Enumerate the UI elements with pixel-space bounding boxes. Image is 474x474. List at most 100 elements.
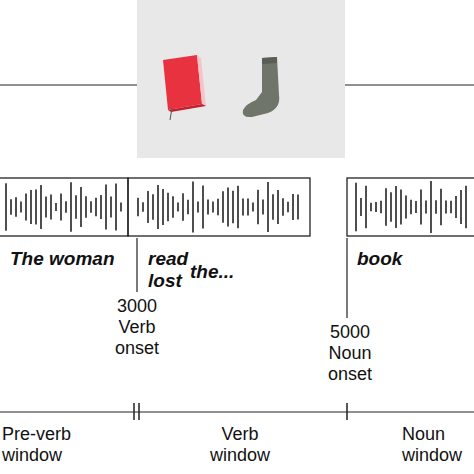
waveform-bar [460, 190, 462, 224]
waveform-bar [425, 201, 427, 214]
waveform-bar [385, 188, 387, 225]
waveform-bar [147, 191, 149, 223]
waveform-bar [242, 199, 244, 216]
window-label: Noun window [402, 424, 470, 466]
waveform-bar [440, 189, 442, 226]
waveform-bar [267, 182, 269, 232]
waveform-bar [247, 199, 249, 216]
noun-text: book [357, 248, 402, 269]
waveform-bar [287, 202, 289, 213]
onset-label: Verb onset [102, 317, 172, 359]
waveform-bar [207, 200, 209, 215]
waveform-bar [182, 193, 184, 220]
trial-line [0, 84, 137, 85]
waveform-bar [297, 195, 299, 220]
waveform-bar [30, 190, 32, 224]
waveform-bar [25, 193, 27, 220]
axis-tick [346, 403, 348, 420]
waveform-bar [172, 196, 174, 218]
waveform-bar [10, 199, 12, 214]
waveform-bar [360, 198, 362, 216]
waveform-bar [370, 203, 372, 212]
waveform-bar [35, 190, 37, 225]
waveform-bar [272, 194, 274, 219]
waveform-bar [110, 197, 112, 218]
onset-marker [136, 238, 137, 292]
waveform-bar [257, 190, 259, 225]
waveform-bar [430, 181, 432, 233]
waveform-bar [450, 201, 452, 214]
waveform-bar [60, 193, 62, 220]
waveform-bar [55, 203, 57, 211]
waveform-bar [375, 202, 377, 212]
waveform-bar [40, 185, 42, 229]
time-axis [0, 411, 474, 412]
axis-tick [138, 403, 140, 420]
waveform-bar [365, 186, 367, 228]
onset-marker [346, 238, 347, 318]
waveform-bar [252, 203, 254, 212]
waveform-bar [277, 190, 279, 224]
waveform-bar [445, 200, 447, 213]
waveform-bar [70, 182, 72, 231]
onset-label: Noun onset [315, 343, 385, 385]
waveform-bar [212, 201, 214, 212]
waveform-bar [75, 195, 77, 219]
sentence-text: The woman [10, 248, 115, 269]
waveform-bar [80, 187, 82, 227]
display-panel [137, 0, 345, 158]
waveform-bar [435, 200, 437, 213]
waveform-bar [465, 186, 467, 228]
waveform-bar [45, 196, 47, 217]
waveform-bar [395, 186, 397, 228]
axis-tick [133, 403, 135, 420]
waveform-bar [405, 196, 407, 219]
waveform-bar [85, 196, 87, 217]
time-value: 3000 [102, 296, 172, 317]
waveform-bar [192, 182, 194, 233]
waveform-bar [15, 197, 17, 216]
waveform-bar [282, 198, 284, 215]
waveform-bar [152, 194, 154, 219]
waveform-bar [50, 195, 52, 220]
sentence-text: the... [190, 261, 234, 282]
waveform-bar [65, 201, 67, 213]
waveform-bar [95, 198, 97, 217]
waveform-bar [90, 201, 92, 213]
waveform-bar [410, 200, 412, 215]
waveform-bar [415, 201, 417, 213]
waveform-bar [162, 189, 164, 225]
audio-waveforms [0, 178, 474, 236]
waveform-bar [455, 196, 457, 218]
verb-text: read [148, 248, 188, 269]
waveform-bar [5, 183, 7, 231]
sock-picture [243, 57, 280, 117]
waveform-bar [237, 186, 239, 228]
verb-text: lost [148, 270, 182, 291]
waveform-bar [262, 200, 264, 215]
waveform-bar [115, 184, 117, 231]
waveform-bar [197, 202, 199, 213]
waveform-bar [420, 190, 422, 225]
waveform-bar [355, 183, 357, 231]
waveform-bar [187, 200, 189, 215]
waveform-bar [202, 186, 204, 229]
waveform-bar [222, 191, 224, 222]
waveform-bar [390, 192, 392, 222]
waveform-bar [142, 202, 144, 212]
window-label: Verb window [195, 424, 285, 466]
waveform-bar [120, 202, 122, 211]
waveform-bar [105, 185, 107, 230]
waveform-bar [137, 198, 139, 217]
waveform-bar [227, 188, 229, 227]
waveform-bar [217, 199, 219, 215]
waveform-bar [20, 201, 22, 212]
trial-line [345, 84, 474, 85]
waveform-bar [232, 191, 234, 224]
waveform-bar [292, 194, 294, 220]
time-value: 5000 [315, 322, 385, 343]
window-label: Pre-verb window [2, 424, 86, 466]
waveform-bar [177, 202, 179, 211]
